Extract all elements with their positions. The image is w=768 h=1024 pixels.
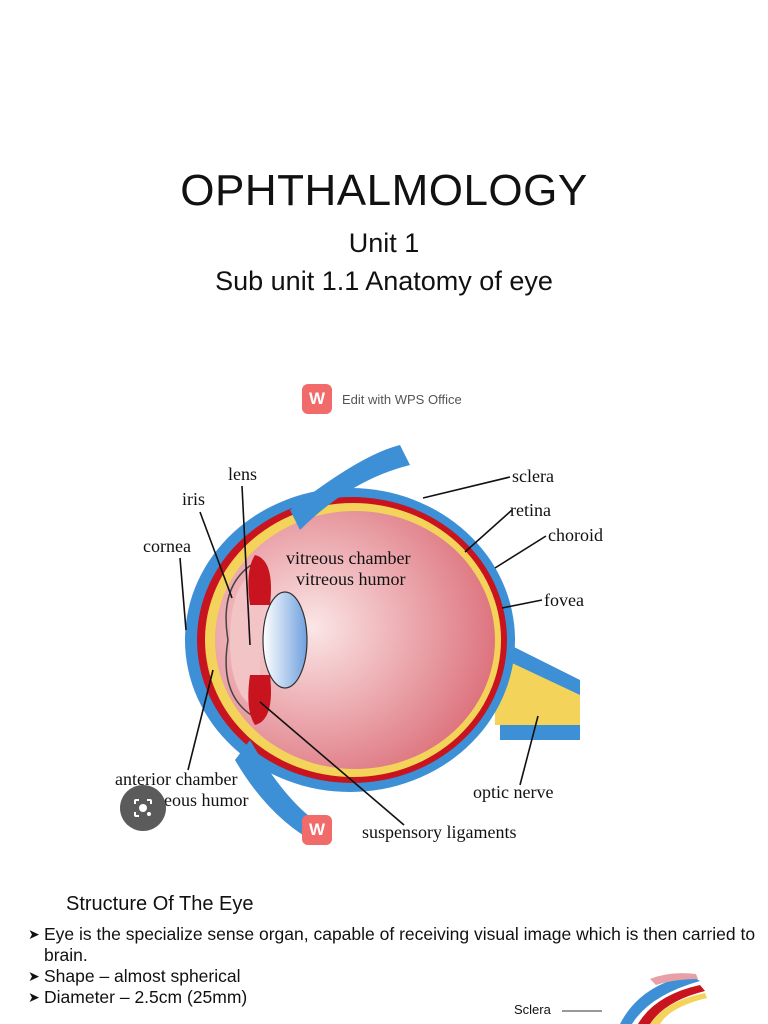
page-title: OPHTHALMOLOGY [180, 166, 588, 215]
label-lens: lens [228, 464, 257, 484]
list-item: ➤Eye is the specialize sense organ, capa… [28, 924, 756, 965]
subunit-heading: Sub unit 1.1 Anatomy of eye [215, 266, 553, 296]
label-suspensory-ligaments: suspensory ligaments [362, 822, 517, 842]
optic-nerve [495, 655, 580, 725]
thumbnail-label-sclera: Sclera [514, 1002, 552, 1017]
iris-upper [248, 555, 271, 605]
arrow-bullet-icon: ➤ [28, 989, 40, 1005]
camera-lens-icon [134, 799, 152, 817]
wps-watermark[interactable]: W Edit with WPS Office [302, 384, 462, 414]
label-cornea: cornea [143, 536, 191, 556]
label-retina: retina [510, 500, 551, 520]
label-anterior-chamber: anterior chamber [115, 769, 237, 789]
list-item: ➤Shape – almost spherical [28, 966, 241, 986]
label-iris: iris [182, 489, 205, 509]
wps-watermark-text: Edit with WPS Office [342, 391, 462, 407]
label-vitreous-chamber: vitreous chamber [286, 548, 410, 568]
label-fovea: fovea [544, 590, 584, 610]
iris-lower [248, 675, 271, 725]
bullet-list: ➤Eye is the specialize sense organ, capa… [28, 924, 758, 1008]
arrow-bullet-icon: ➤ [28, 926, 40, 942]
wps-logo-icon-secondary[interactable]: W [302, 815, 332, 845]
label-vitreous-humor: vitreous humor [296, 569, 406, 589]
label-choroid: choroid [548, 525, 603, 545]
wps-logo-icon: W [302, 384, 332, 414]
label-sclera: sclera [512, 466, 554, 486]
arrow-bullet-icon: ➤ [28, 968, 40, 984]
eye-anatomy-diagram: lens iris cornea vitreous chamber vitreo… [115, 445, 603, 845]
lens [262, 591, 308, 689]
unit-heading: Unit 1 [348, 228, 420, 258]
vitreous-humor [215, 511, 495, 769]
section-title: Structure Of The Eye [66, 893, 254, 915]
label-optic-nerve: optic nerve [473, 782, 553, 802]
google-lens-button[interactable] [120, 785, 166, 831]
list-item: ➤Diameter – 2.5cm (25mm) [28, 987, 248, 1007]
sclera-thumbnail-diagram: Sclera [514, 973, 707, 1024]
